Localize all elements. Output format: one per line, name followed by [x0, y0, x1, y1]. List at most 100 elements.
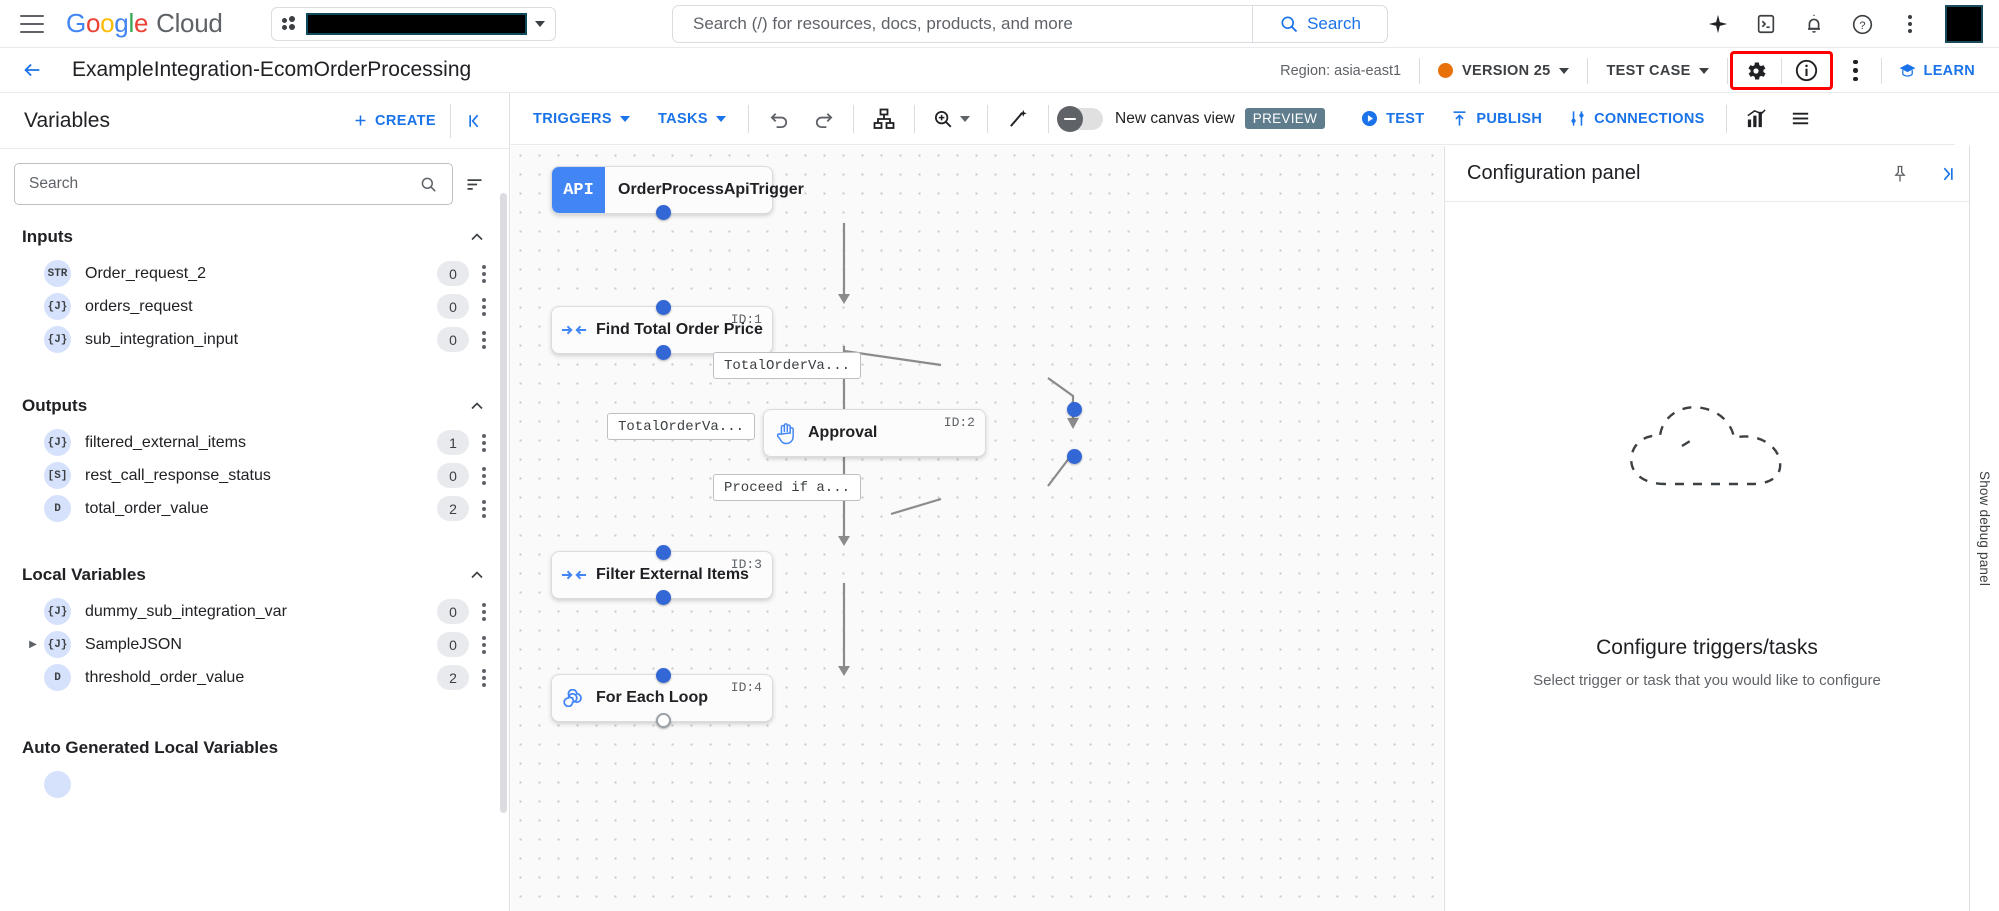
node-output-port[interactable]: [1067, 449, 1082, 464]
divider: [1419, 57, 1421, 84]
play-circle-icon: [1362, 110, 1378, 127]
edge-label[interactable]: TotalOrderVa...: [607, 413, 755, 440]
row-overflow-button[interactable]: [469, 296, 499, 317]
header-overflow-button[interactable]: [1833, 51, 1879, 90]
variables-search-input[interactable]: Search: [14, 163, 453, 205]
group-header-local-variables[interactable]: Local Variables: [0, 551, 509, 595]
triggers-menu[interactable]: TRIGGERS: [519, 111, 644, 127]
flow-node-approval[interactable]: Approval ID:2: [763, 402, 1082, 464]
row-overflow-button[interactable]: [469, 432, 499, 453]
node-output-port[interactable]: [656, 713, 671, 728]
node-output-port[interactable]: [656, 590, 671, 605]
node-input-port[interactable]: [656, 545, 671, 560]
node-id: ID:1: [730, 312, 762, 327]
row-overflow-button[interactable]: [469, 465, 499, 486]
flow-node-for-each-loop[interactable]: For Each Loop ID:4: [551, 668, 773, 728]
node-input-port[interactable]: [656, 300, 671, 315]
connections-button[interactable]: CONNECTIONS: [1555, 109, 1717, 128]
variable-row-partial[interactable]: [0, 768, 509, 801]
variable-name: sub_integration_input: [85, 330, 239, 348]
row-overflow-button[interactable]: [469, 667, 499, 688]
variables-scrollbar[interactable]: [500, 193, 507, 813]
edge-label[interactable]: TotalOrderVa...: [713, 352, 861, 379]
usage-count: 0: [437, 463, 469, 488]
sort-icon[interactable]: [453, 174, 495, 195]
help-circle-icon[interactable]: ?: [1849, 11, 1875, 37]
gemini-sparkle-icon[interactable]: [1705, 11, 1731, 37]
project-selector[interactable]: [270, 6, 556, 41]
variable-row[interactable]: ▶ {J} SampleJSON 0: [0, 628, 509, 661]
notifications-bell-icon[interactable]: [1801, 11, 1827, 37]
variable-row[interactable]: {J} filtered_external_items 1: [0, 426, 509, 459]
show-debug-panel-rail[interactable]: Show debug panel: [1969, 146, 1999, 911]
learn-button[interactable]: LEARN: [1884, 61, 1989, 80]
flow-node-trigger[interactable]: API OrderProcessApiTrigger: [551, 166, 804, 220]
auto-layout-button[interactable]: [862, 101, 906, 137]
variable-row[interactable]: {J} orders_request 0: [0, 290, 509, 323]
variable-row[interactable]: D total_order_value 2: [0, 492, 509, 525]
test-button[interactable]: TEST: [1347, 109, 1437, 128]
collapse-left-icon[interactable]: [465, 111, 487, 131]
info-button[interactable]: [1784, 51, 1830, 90]
group-header-outputs[interactable]: Outputs: [0, 382, 509, 426]
variable-row[interactable]: [S] rest_call_response_status 0: [0, 459, 509, 492]
integration-canvas[interactable]: API OrderProcessApiTrigger Find Total Or…: [511, 146, 1443, 911]
node-output-port[interactable]: [656, 345, 671, 360]
version-selector[interactable]: VERSION 25: [1422, 63, 1585, 79]
chevron-up-icon[interactable]: [467, 227, 487, 247]
row-overflow-button[interactable]: [469, 634, 499, 655]
chevron-down-icon: [1698, 67, 1709, 74]
global-search[interactable]: Search (/) for resources, docs, products…: [672, 5, 1388, 43]
variable-row[interactable]: STR Order_request_2 0: [0, 257, 509, 290]
settings-gear-button[interactable]: [1733, 51, 1779, 90]
tasks-menu[interactable]: TASKS: [644, 111, 740, 127]
more-vert-icon[interactable]: [1897, 11, 1923, 37]
flow-node-filter-external-items[interactable]: Filter External Items ID:3: [551, 545, 773, 605]
chevron-up-icon[interactable]: [467, 565, 487, 585]
variables-panel-header: Variables CREATE: [0, 93, 509, 149]
hamburger-icon[interactable]: [20, 14, 44, 33]
expand-panel-button[interactable]: [1923, 164, 1969, 184]
test-case-selector[interactable]: TEST CASE: [1590, 63, 1724, 79]
node-output-port[interactable]: [656, 205, 671, 220]
divider: [1048, 104, 1050, 133]
type-badge: D: [44, 495, 71, 522]
expand-triangle-icon[interactable]: ▶: [29, 639, 37, 650]
row-overflow-button[interactable]: [469, 263, 499, 284]
usage-count: 1: [437, 430, 469, 455]
undo-button[interactable]: [757, 101, 801, 137]
node-input-port[interactable]: [656, 668, 671, 683]
edge-label[interactable]: Proceed if a...: [713, 474, 861, 501]
variable-row[interactable]: D threshold_order_value 2: [0, 661, 509, 694]
test-case-label: TEST CASE: [1606, 62, 1691, 79]
variable-name: threshold_order_value: [85, 668, 245, 686]
row-overflow-button[interactable]: [469, 601, 499, 622]
configuration-panel-empty-state: Configure triggers/tasks Select trigger …: [1445, 202, 1969, 862]
search-input[interactable]: Search (/) for resources, docs, products…: [693, 14, 1073, 33]
search-button[interactable]: Search: [1253, 14, 1387, 34]
chevron-up-icon[interactable]: [467, 396, 487, 416]
group-header-inputs[interactable]: Inputs: [0, 213, 509, 257]
back-arrow-icon[interactable]: [18, 56, 46, 84]
create-variable-button[interactable]: CREATE: [352, 112, 436, 129]
avatar[interactable]: [1945, 5, 1983, 43]
flow-node-find-total-order-price[interactable]: Find Total Order Price ID:1: [551, 300, 773, 360]
node-label: OrderProcessApiTrigger: [618, 181, 804, 198]
publish-button[interactable]: PUBLISH: [1437, 109, 1555, 128]
variable-row[interactable]: {J} dummy_sub_integration_var 0: [0, 595, 509, 628]
new-canvas-view-toggle[interactable]: [1057, 105, 1104, 132]
page-title: ExampleIntegration-EcomOrderProcessing: [72, 58, 472, 81]
row-overflow-button[interactable]: [469, 329, 499, 350]
list-view-button[interactable]: [1779, 101, 1823, 137]
variable-row[interactable]: {J} sub_integration_input 0: [0, 323, 509, 356]
pin-button[interactable]: [1877, 164, 1923, 184]
node-input-port[interactable]: [1067, 402, 1082, 417]
magic-wand-button[interactable]: [996, 101, 1040, 137]
redo-button[interactable]: [801, 101, 845, 137]
cloud-shell-icon[interactable]: [1753, 11, 1779, 37]
zoom-control[interactable]: [923, 101, 979, 137]
row-overflow-button[interactable]: [469, 498, 499, 519]
list-view-icon: [1792, 112, 1809, 125]
analytics-button[interactable]: [1735, 101, 1779, 137]
